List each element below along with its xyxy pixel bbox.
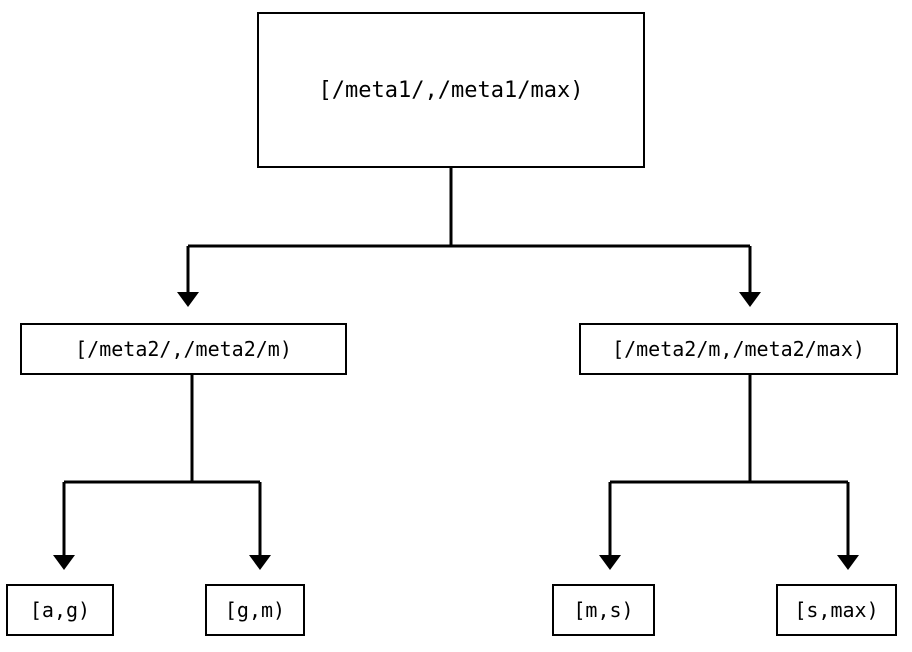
node-leaf-2[interactable]: [g,m) [205,584,305,636]
node-leaf-4-label: [s,max) [794,598,879,622]
arrowhead-down-icon-leaf-3 [599,555,621,570]
node-leaf-2-label: [g,m) [224,598,286,622]
node-mid-left[interactable]: [/meta2/,/meta2/m) [20,323,347,375]
node-mid-left-label: [/meta2/,/meta2/m) [75,337,292,361]
node-leaf-3-label: [m,s) [573,598,634,622]
node-leaf-4[interactable]: [s,max) [776,584,897,636]
arrowhead-down-icon-mid-left [177,292,199,307]
node-leaf-1-label: [a,g) [29,598,91,622]
arrowhead-down-icon-mid-right [739,292,761,307]
node-mid-right[interactable]: [/meta2/m,/meta2/max) [579,323,898,375]
node-root-label: [/meta1/,/meta1/max) [318,77,584,103]
node-mid-right-label: [/meta2/m,/meta2/max) [612,337,865,361]
node-leaf-3[interactable]: [m,s) [552,584,655,636]
arrowhead-down-icon-leaf-4 [837,555,859,570]
node-leaf-1[interactable]: [a,g) [6,584,114,636]
node-root[interactable]: [/meta1/,/meta1/max) [257,12,645,168]
arrowhead-down-icon-leaf-1 [53,555,75,570]
arrowhead-down-icon-leaf-2 [249,555,271,570]
